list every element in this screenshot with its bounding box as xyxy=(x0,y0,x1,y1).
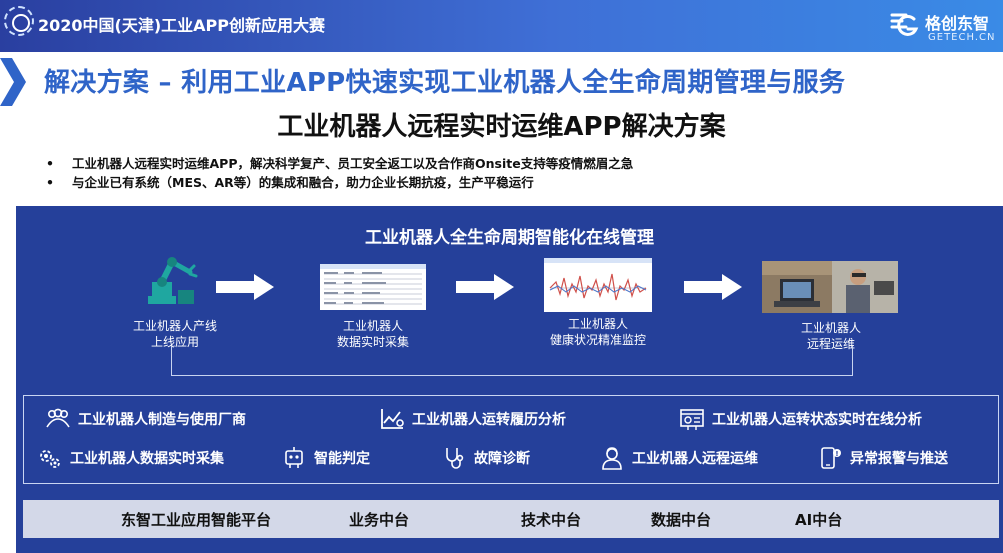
stage-label-line: 上线应用 xyxy=(150,335,199,349)
stethoscope-icon xyxy=(446,448,464,469)
brand-name: 格创东智 xyxy=(925,14,990,33)
features-box: 工业机器人制造与使用厂商 工业机器人运转履历分析 工业机器人运转状态实时在线分析 xyxy=(23,395,999,484)
platform-data: 数据中台 xyxy=(651,511,712,529)
brand-domain: GETECH.CN xyxy=(928,32,996,43)
feature-item: 工业机器人数据实时采集 xyxy=(36,444,224,472)
dashboard-icon xyxy=(680,409,704,430)
waveform-chart-screenshot xyxy=(544,258,652,312)
stage-label: 工业机器人 健康状况精准监控 xyxy=(536,316,660,348)
feature-label: 工业机器人运转状态实时在线分析 xyxy=(712,412,922,428)
platform-ai: AI中台 xyxy=(795,511,843,529)
stage-label-line: 健康状况精准监控 xyxy=(549,333,646,347)
stage-label-line: 工业机器人 xyxy=(342,319,403,333)
stage-label-line: 数据实时采集 xyxy=(336,335,409,349)
phone-alert-icon: ! xyxy=(821,447,841,469)
stage-label-line: 远程运维 xyxy=(806,337,855,351)
chevron-right-icon xyxy=(0,58,26,106)
user-support-icon xyxy=(602,447,622,470)
feature-label: 工业机器人运转履历分析 xyxy=(412,412,566,428)
platform-name: 东智工业应用智能平台 xyxy=(121,511,272,529)
getech-logo-icon xyxy=(890,13,919,36)
event-title: 2020中国(天津)工业APP创新应用大赛 xyxy=(38,16,325,35)
bullet-list: 工业机器人远程实时运维APP，解决科学复产、员工安全返工以及合作商Onsite支… xyxy=(44,154,633,192)
feature-label: 异常报警与推送 xyxy=(850,451,948,467)
stage-label-line: 工业机器人产线 xyxy=(132,319,217,333)
feature-item: ! 异常报警与推送 xyxy=(816,444,948,472)
people-group-icon xyxy=(46,408,70,428)
stage-label: 工业机器人 数据实时采集 xyxy=(318,318,428,350)
arrow-right-icon xyxy=(684,274,742,300)
gears-icon xyxy=(40,450,60,468)
bullet-item: 与企业已有系统（MES、AR等）的集成和融合，助力企业长期抗疫，生产平稳运行 xyxy=(44,173,633,192)
bullet-item: 工业机器人远程实时运维APP，解决科学复产、员工安全返工以及合作商Onsite支… xyxy=(44,154,633,173)
top-banner: 2020中国(天津)工业APP创新应用大赛 格创东智 GETECH.CN xyxy=(0,0,1003,52)
feature-item: 工业机器人运转履历分析 xyxy=(378,405,566,433)
stage-label: 工业机器人产线 上线应用 xyxy=(120,318,230,350)
subheadline-text: 工业机器人远程实时运维APP解决方案 xyxy=(277,112,726,142)
stage-label-line: 工业机器人 xyxy=(567,317,628,331)
flow-connector xyxy=(171,346,853,376)
svg-text:!: ! xyxy=(835,450,838,458)
feature-item: 智能判定 xyxy=(280,444,370,472)
feature-item: 工业机器人运转状态实时在线分析 xyxy=(678,405,922,433)
platform-business: 业务中台 xyxy=(349,511,410,529)
platform-technology: 技术中台 xyxy=(521,511,582,529)
slide-headline: 解决方案 – 利用工业APP快速实现工业机器人全生命周期管理与服务 xyxy=(44,68,846,98)
contest-logo-icon xyxy=(4,6,34,36)
data-table-screenshot xyxy=(320,264,426,310)
feature-label: 故障诊断 xyxy=(474,451,530,467)
feature-item: 工业机器人制造与使用厂商 xyxy=(44,405,246,433)
feature-label: 工业机器人数据实时采集 xyxy=(70,451,224,467)
panel-title: 工业机器人全生命周期智能化在线管理 xyxy=(365,228,654,248)
feature-label: 智能判定 xyxy=(314,451,370,467)
line-chart-icon xyxy=(381,409,404,429)
stage-label: 工业机器人 远程运维 xyxy=(776,320,886,352)
platform-bar: 东智工业应用智能平台 业务中台 技术中台 数据中台 AI中台 xyxy=(23,500,999,538)
feature-item: 故障诊断 xyxy=(440,444,530,472)
remote-ops-photo xyxy=(762,261,898,313)
feature-label: 工业机器人远程运维 xyxy=(632,451,758,467)
slide-subheadline: 工业机器人远程实时运维APP解决方案 xyxy=(0,106,1003,143)
stage-label-line: 工业机器人 xyxy=(800,321,861,335)
robot-head-icon xyxy=(285,447,303,468)
lifecycle-panel: 工业机器人全生命周期智能化在线管理 工业机器人产线 上线应用 xyxy=(16,206,1003,553)
arrow-right-icon xyxy=(216,274,274,300)
robot-arm-icon xyxy=(148,257,198,304)
feature-label: 工业机器人制造与使用厂商 xyxy=(78,412,246,428)
feature-item: 工业机器人远程运维 xyxy=(598,444,758,472)
arrow-right-icon xyxy=(456,274,514,300)
